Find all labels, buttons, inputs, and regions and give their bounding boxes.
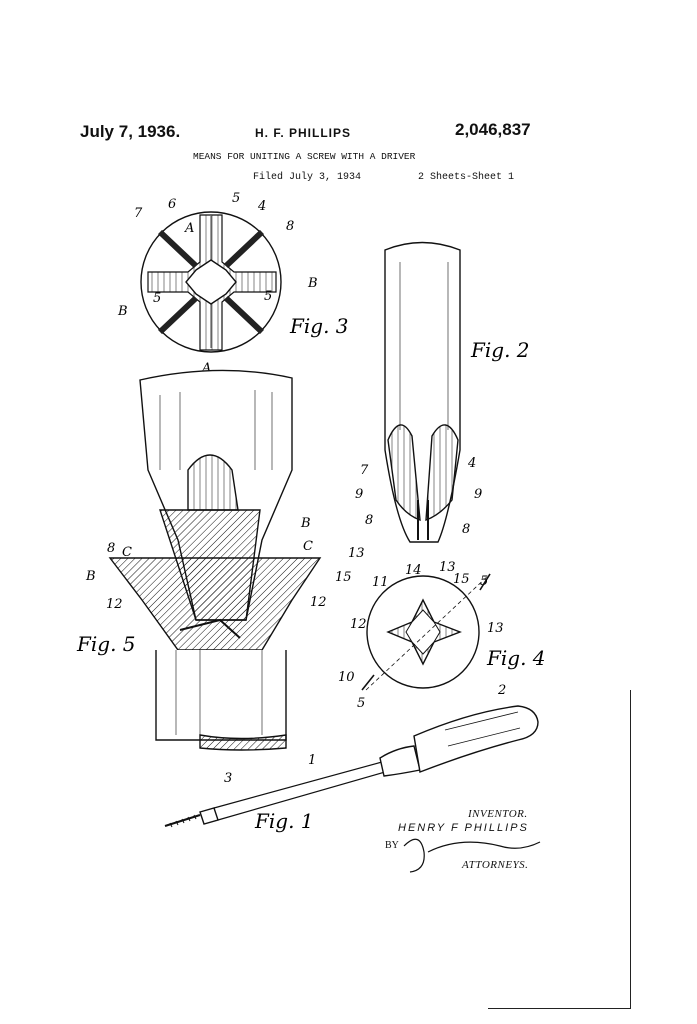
- ref-a-top-fig3: A: [184, 221, 194, 236]
- ref-13-top-fig4: 13: [439, 560, 456, 575]
- ref-a-bottom-fig3: A: [201, 361, 211, 376]
- ref-13-fig5: 13: [348, 546, 365, 561]
- ref-7-fig2: 7: [360, 463, 369, 478]
- ref-3-fig1: 3: [224, 771, 232, 786]
- fig1-drawing: [164, 705, 539, 828]
- ref-15-fig5: 15: [335, 570, 352, 585]
- filing-date: Filed July 3, 1934: [253, 172, 362, 183]
- ref-12-right-fig5: 12: [310, 595, 327, 610]
- fig4-label: Fig. 4: [486, 646, 546, 670]
- ref-5-bottom-fig4: 5: [357, 696, 365, 711]
- ref-14-fig4: 14: [405, 563, 422, 578]
- fig5-label: Fig. 5: [76, 632, 136, 656]
- ref-7-fig3: 7: [134, 206, 143, 221]
- patent-number: 2,046,837: [455, 120, 531, 139]
- inventor-label: INVENTOR.: [468, 808, 528, 820]
- ref-5-right-fig3: 5: [264, 289, 272, 304]
- ref-8-fig3: 8: [286, 219, 294, 234]
- patent-title: MEANS FOR UNITING A SCREW WITH A DRIVER: [193, 151, 416, 162]
- ref-4-fig3: 4: [257, 199, 266, 214]
- ref-5-left-fig3: 5: [153, 291, 161, 306]
- inventor-name: HENRY F PHILLIPS: [398, 822, 529, 834]
- attorneys-label: ATTORNEYS.: [462, 859, 529, 871]
- ref-8-left-fig2: 8: [365, 513, 373, 528]
- fig3-label: Fig. 3: [289, 314, 349, 338]
- ref-6-fig3: 6: [168, 197, 176, 212]
- attorney-signature-scribble: [403, 838, 541, 873]
- ref-2-fig1: 2: [497, 683, 506, 698]
- fig2-label: Fig. 2: [470, 338, 530, 362]
- ref-c-left-fig5: C: [122, 545, 132, 560]
- page-border-bottom: [488, 1008, 631, 1009]
- ref-1-fig1: 1: [308, 753, 316, 768]
- ref-8-right-fig2: 8: [462, 522, 470, 537]
- ref-b-left-fig3: B: [117, 304, 128, 319]
- ref-b-left-fig5: B: [85, 569, 96, 584]
- ref-b-right-fig3: B: [307, 276, 318, 291]
- ref-b-right-fig5: B: [300, 516, 311, 531]
- ref-5-top-fig4: 5: [480, 574, 488, 589]
- ref-4-fig2: 4: [467, 456, 476, 471]
- ref-5-fig3: 5: [232, 191, 240, 206]
- sheet-count: 2 Sheets-Sheet 1: [418, 172, 515, 183]
- fig3-drawing: [140, 211, 282, 353]
- page-border-right: [630, 690, 631, 1008]
- ref-15-fig4: 15: [453, 572, 470, 587]
- fig2-drawing: [384, 241, 461, 543]
- by-label: BY: [385, 840, 399, 851]
- fig5-drawing: [108, 369, 322, 751]
- ref-12-fig4: 12: [350, 617, 367, 632]
- fig4-drawing: [361, 573, 491, 691]
- patent-date: July 7, 1936.: [80, 122, 181, 141]
- ref-12-left-fig5: 12: [106, 597, 123, 612]
- ref-c-right-fig5: C: [303, 539, 313, 554]
- ref-11-fig4: 11: [372, 575, 389, 590]
- ref-9-right-fig2: 9: [474, 487, 482, 502]
- inventor-header: H. F. PHILLIPS: [255, 126, 352, 140]
- fig1-label: Fig. 1: [254, 809, 314, 833]
- ref-13-right-fig4: 13: [487, 621, 504, 636]
- ref-9-left-fig2: 9: [355, 487, 363, 502]
- ref-8-fig5: 8: [107, 541, 115, 556]
- ref-10-fig4: 10: [338, 670, 355, 685]
